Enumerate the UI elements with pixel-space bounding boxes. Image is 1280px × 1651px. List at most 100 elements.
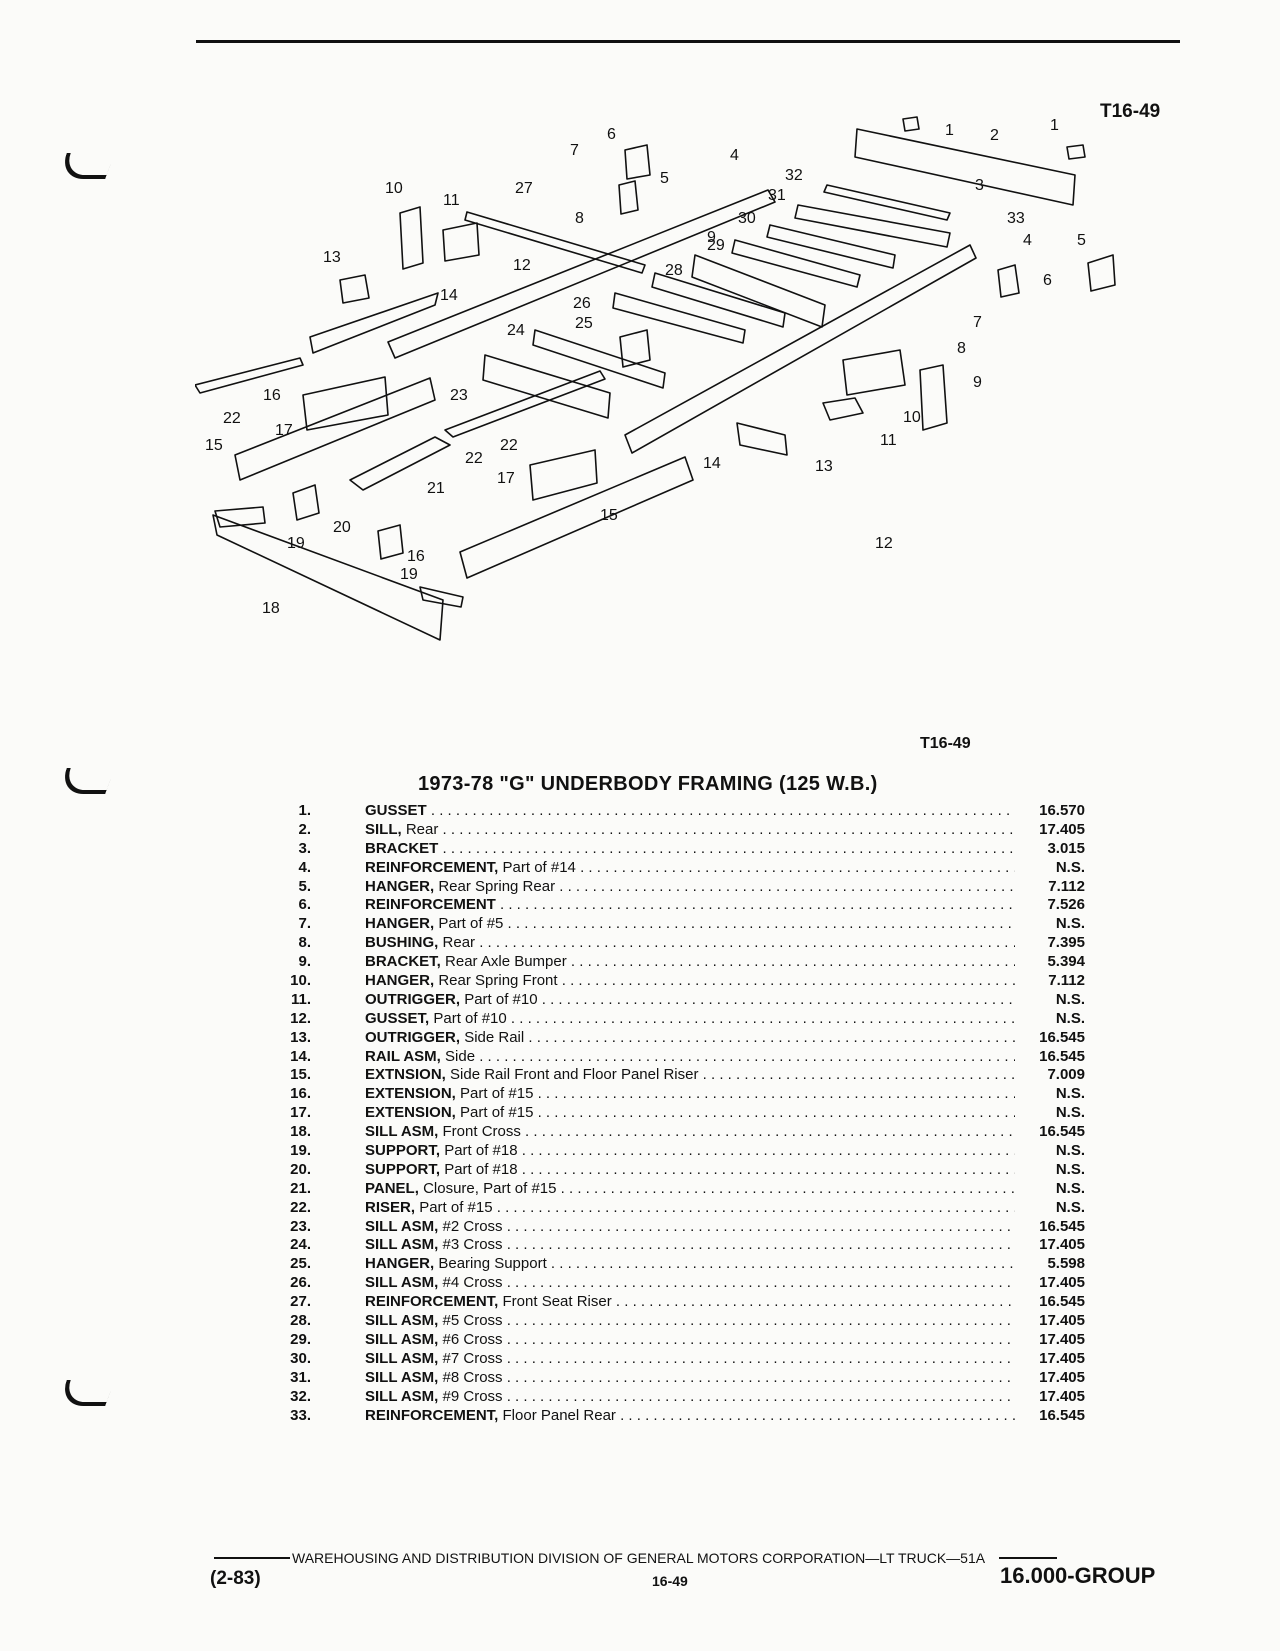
front-extension-left (234, 377, 436, 481)
figure-code-top: T16-49 (1100, 101, 1161, 122)
part-detail: Part of #10 (464, 990, 538, 1008)
part-name: SILL ASM, (365, 1387, 439, 1405)
part-detail: Part of #15 (460, 1085, 534, 1103)
callout-label: 24 (507, 322, 525, 339)
parts-list-row: 13.OUTRIGGER, Side Rail16.545 (285, 1029, 1085, 1048)
extension-17-left (302, 376, 389, 431)
part-group-number: 17.405 (1039, 1330, 1085, 1348)
part-group-number: 17.405 (1039, 1349, 1085, 1367)
callout-label: 8 (957, 340, 966, 357)
part-group-number: 17.405 (1039, 1274, 1085, 1292)
part-group-number: N.S. (1055, 1160, 1085, 1178)
rear-sill (854, 128, 1076, 206)
bearing-hanger-25 (619, 329, 651, 368)
part-number: 20. (290, 1160, 311, 1178)
part-name: SUPPORT, (365, 1160, 441, 1178)
part-group-number: N.S. (1055, 1085, 1085, 1103)
left-side-rail (387, 189, 776, 359)
callout-label: 17 (275, 422, 293, 439)
part-detail: Floor Panel Rear (502, 1406, 616, 1424)
part-group-number: 16.545 (1039, 1047, 1085, 1065)
top-rule (196, 40, 1180, 43)
right-side-rail (624, 244, 977, 454)
part-name: RISER, (365, 1198, 416, 1216)
part-group-number: 5.394 (1047, 953, 1085, 971)
part-number: 33. (290, 1406, 311, 1424)
parts-list-row: 11.OUTRIGGER, Part of #10N.S. (285, 991, 1085, 1010)
callout-label: 26 (573, 295, 591, 312)
callout-label: 21 (427, 480, 445, 497)
part-group-number: 5.598 (1047, 1255, 1085, 1273)
part-description: SILL ASM, #4 Cross (365, 1274, 1015, 1293)
part-detail: Front Seat Riser (502, 1293, 612, 1311)
part-number: 21. (290, 1179, 311, 1197)
callout-label: 25 (575, 315, 593, 332)
part-detail: Rear Spring Rear (438, 877, 556, 895)
part-group-number: 16.545 (1039, 1217, 1085, 1235)
support-20-b (377, 524, 404, 560)
part-description: EXTENSION, Part of #15 (365, 1104, 1015, 1123)
callout-label: 3 (975, 177, 984, 194)
part-description: PANEL, Closure, Part of #15 (365, 1180, 1015, 1199)
part-name: HANGER, (365, 972, 435, 990)
part-number: 14. (290, 1047, 311, 1065)
part-name: SILL ASM, (365, 1236, 439, 1254)
part-number: 31. (290, 1368, 311, 1386)
part-name: REINFORCEMENT, (365, 858, 499, 876)
support-19-a (214, 506, 266, 528)
part-detail: Closure, Part of #15 (423, 1179, 557, 1197)
parts-list-row: 3.BRACKET 3.015 (285, 840, 1085, 859)
part-detail: #7 Cross (442, 1349, 503, 1367)
callout-label: 4 (1023, 232, 1032, 249)
callout-label: 14 (703, 455, 721, 472)
parts-list-row: 21.PANEL, Closure, Part of #15N.S. (285, 1180, 1085, 1199)
part-name: REINFORCEMENT, (365, 1406, 499, 1424)
part-number: 5. (298, 877, 311, 895)
part-group-number: 16.570 (1039, 802, 1085, 819)
part-detail: Bearing Support (438, 1255, 547, 1273)
callout-label: 5 (660, 170, 669, 187)
part-detail: Rear (442, 934, 476, 952)
part-description: SILL ASM, #5 Cross (365, 1312, 1015, 1331)
callout-label: 15 (205, 437, 223, 454)
callout-label: 6 (607, 126, 616, 143)
cross-sill-33 (823, 184, 951, 221)
part-description: REINFORCEMENT (365, 896, 1015, 915)
callout-label: 7 (570, 142, 579, 159)
part-description: SILL ASM, #9 Cross (365, 1388, 1015, 1407)
part-description: HANGER, Bearing Support (365, 1255, 1015, 1274)
footer-date: (2-83) (210, 1568, 261, 1589)
outrigger-13-left (339, 274, 370, 304)
part-number: 17. (290, 1104, 311, 1122)
part-group-number: N.S. (1055, 1009, 1085, 1027)
part-group-number: 16.545 (1039, 1293, 1085, 1311)
part-group-number: 16.545 (1039, 1406, 1085, 1424)
part-detail: Rear Axle Bumper (445, 953, 567, 971)
part-description: HANGER, Rear Spring Front (365, 972, 1015, 991)
part-detail: Side (445, 1047, 476, 1065)
parts-list-row: 25.HANGER, Bearing Support5.598 (285, 1255, 1085, 1274)
part-group-number: N.S. (1055, 858, 1085, 876)
part-number: 11. (290, 990, 311, 1008)
callout-label: 11 (443, 192, 460, 209)
part-name: HANGER, (365, 915, 435, 933)
part-name: BRACKET (365, 839, 439, 857)
part-description: SILL ASM, #6 Cross (365, 1331, 1015, 1350)
callout-label: 9 (973, 374, 982, 391)
callout-label: 23 (450, 387, 468, 404)
part-name: OUTRIGGER, (365, 1028, 461, 1046)
part-number: 8. (298, 934, 311, 952)
callout-label: 22 (465, 450, 483, 467)
part-name: SILL ASM, (365, 1123, 439, 1141)
hanger-5-left (618, 180, 639, 215)
part-number: 16. (290, 1085, 311, 1103)
support-19-b (419, 586, 464, 608)
part-detail: Front Cross (442, 1123, 521, 1141)
parts-list-row: 5.HANGER, Rear Spring Rear7.112 (285, 878, 1085, 897)
parts-list-row: 4.REINFORCEMENT, Part of #14N.S. (285, 859, 1085, 878)
outrigger-11-left (442, 222, 480, 262)
part-number: 10. (290, 972, 311, 990)
part-description: SUPPORT, Part of #18 (365, 1142, 1015, 1161)
riser-left (195, 357, 304, 394)
